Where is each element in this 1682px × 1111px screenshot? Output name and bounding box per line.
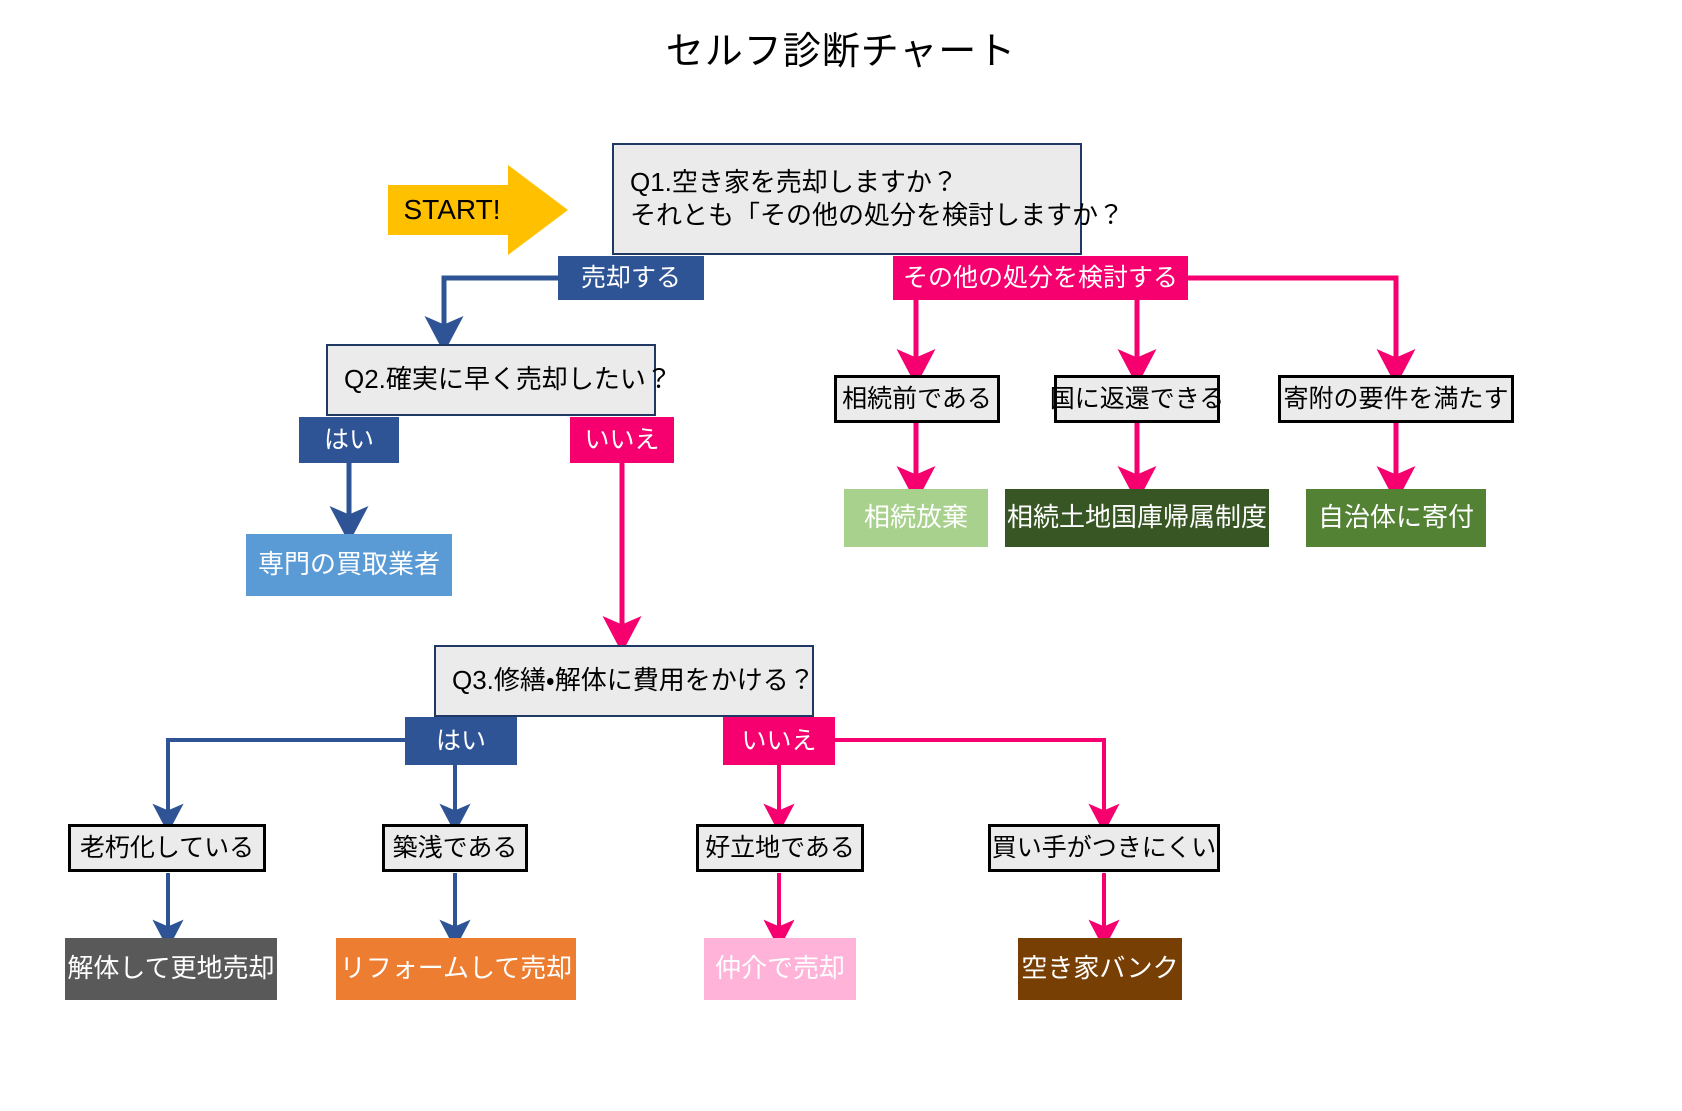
start-label: START! [403,194,501,225]
condition-good-location: 好立地である [696,824,864,872]
outcome-donate-municipality[interactable]: 自治体に寄付 [1306,489,1486,547]
answer-q2-yes[interactable]: はい [299,417,399,463]
condition-newly-built: 築浅である [382,824,528,872]
outcome-buyer-specialist[interactable]: 専門の買取業者 [246,534,452,596]
answer-other-disposal[interactable]: その他の処分を検討する [893,256,1188,300]
outcome-reform-and-sell[interactable]: リフォームして売却 [336,938,576,1000]
outcome-akiya-bank[interactable]: 空き家バンク [1018,938,1182,1000]
condition-meets-donation: 寄附の要件を満たす [1278,375,1514,423]
question-q1-line1: Q1.空き家を売却しますか？ [630,166,958,197]
edge-sell-to-q2 [424,275,558,354]
outcome-sell-via-agent[interactable]: 仲介で売却 [704,938,856,1000]
condition-return-to-state: 国に返還できる [1050,375,1224,423]
outcome-renounce-inheritance[interactable]: 相続放棄 [844,489,988,547]
outcome-land-to-state[interactable]: 相続土地国庫帰属制度 [1005,489,1269,547]
condition-before-inheritance: 相続前である [834,375,1000,423]
edge-bottom-to-outcomes [152,873,1120,950]
answer-q3-no[interactable]: いいえ [723,717,835,765]
answer-q3-yes[interactable]: はい [405,717,517,765]
answer-q2-no[interactable]: いいえ [570,417,674,463]
condition-hard-to-sell: 買い手がつきにくい [988,824,1220,872]
page-title: セルフ診断チャート [665,31,1017,73]
answer-sell[interactable]: 売却する [558,256,704,300]
question-q1: Q1.空き家を売却しますか？ それとも「その他の処分を検討しますか？ [612,143,1124,255]
start-arrow: START! [388,165,568,255]
question-q3: Q3.修繕・解体に費用をかける？ [434,645,815,717]
condition-deteriorated: 老朽化している [68,824,266,872]
edge-conditions-to-green [896,423,1416,504]
question-q1-line2: それとも「その他の処分を検討しますか？ [630,200,1125,230]
outcome-demolish-sell-land[interactable]: 解体して更地売却 [65,938,277,1000]
question-q2: Q2.確実に早く売却したい？ [326,344,672,416]
start-arrow-shape [388,165,568,255]
